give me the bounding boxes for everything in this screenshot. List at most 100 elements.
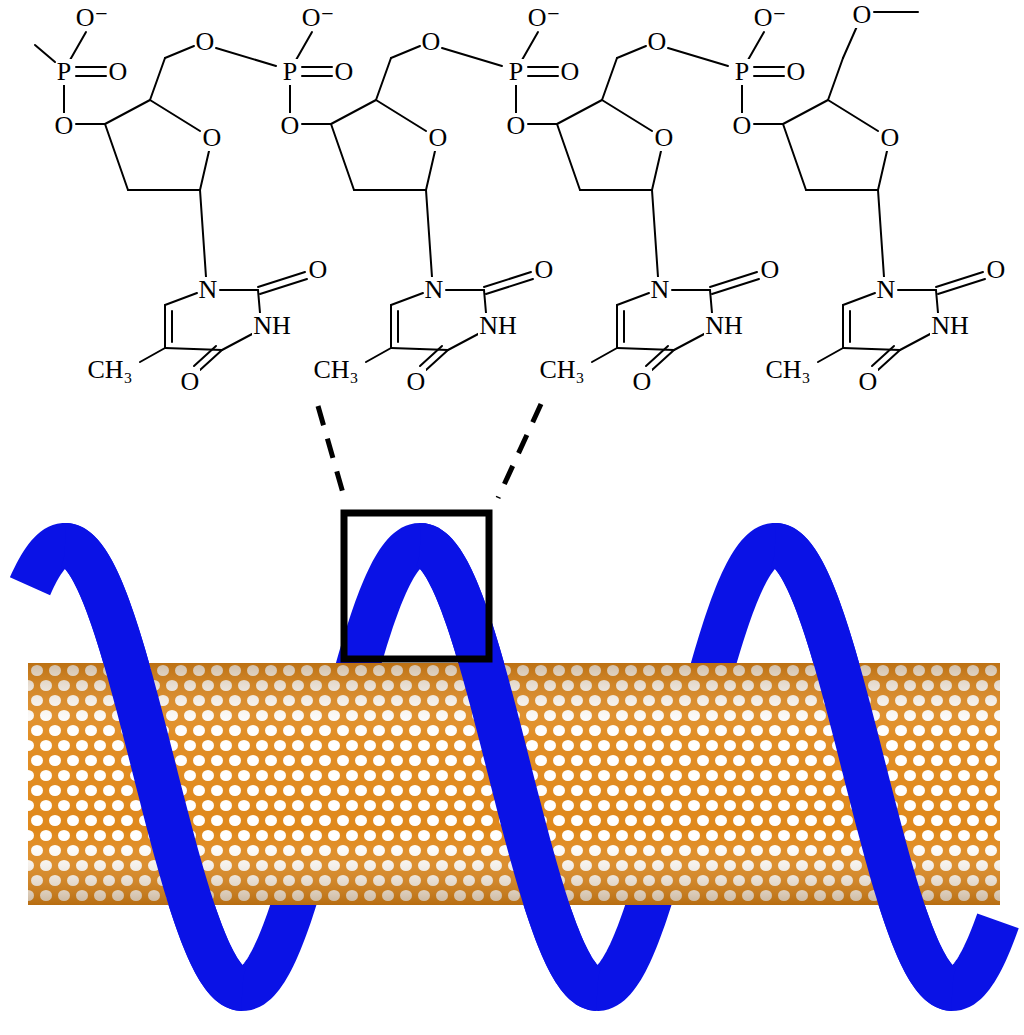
atom-label: O⁻	[75, 5, 110, 31]
bond-line	[302, 75, 332, 77]
atom-label: O	[560, 59, 581, 85]
bond-line	[164, 305, 166, 348]
atom-label: NH	[478, 313, 518, 339]
bond-line	[302, 66, 332, 68]
bond-line	[140, 348, 165, 362]
atom-label: O⁻	[301, 5, 336, 31]
chemical-bonds	[35, 12, 985, 370]
helix-strand	[65, 545, 243, 989]
bond-line	[843, 24, 858, 58]
bond-line	[105, 100, 150, 124]
bond-line	[557, 124, 580, 190]
bond-line	[165, 348, 222, 350]
atom-label: O	[108, 59, 129, 85]
atom-label: O	[202, 125, 223, 151]
atom-label: O	[760, 257, 781, 283]
atom-label: O	[632, 369, 653, 395]
bond-line	[818, 348, 843, 362]
bond-line	[35, 45, 55, 62]
bond-line	[391, 348, 448, 350]
atom-label: N	[424, 277, 445, 303]
atom-label: O	[406, 369, 427, 395]
helix-strand	[775, 545, 953, 989]
zoom-leader	[498, 404, 541, 498]
bond-line	[128, 189, 200, 191]
bond-line	[200, 350, 222, 370]
bond-line	[828, 58, 843, 100]
bond-line	[710, 290, 712, 313]
atom-label: O	[280, 113, 301, 139]
bond-line	[200, 151, 209, 190]
helix-strand	[420, 545, 598, 989]
bond-line	[150, 100, 200, 131]
bond-line	[674, 333, 706, 350]
bond-line	[289, 84, 291, 113]
atom-label: O	[647, 29, 668, 55]
bond-line	[754, 66, 784, 68]
bond-line	[105, 124, 128, 190]
bond-line	[668, 48, 728, 66]
atom-label: O	[986, 257, 1007, 283]
bond-line	[900, 333, 932, 350]
bond-line	[76, 75, 106, 77]
zoom-box	[344, 513, 489, 659]
dna-helix-back	[30, 545, 998, 989]
atom-label: O	[852, 2, 873, 28]
bond-line	[70, 32, 86, 60]
atom-label: O	[654, 125, 675, 151]
bond-line	[616, 305, 618, 348]
bond-line	[222, 333, 254, 350]
bond-line	[220, 289, 258, 291]
bond-line	[557, 100, 602, 124]
bond-line	[76, 123, 105, 125]
atom-label: N	[198, 277, 219, 303]
bond-line	[376, 58, 391, 100]
bond-line	[522, 32, 538, 60]
bond-line	[391, 293, 423, 305]
bond-line	[390, 305, 392, 348]
bond-line	[842, 305, 844, 348]
bond-line	[878, 151, 887, 190]
bond-line	[652, 151, 661, 190]
atom-label: O	[308, 257, 329, 283]
bond-line	[302, 123, 331, 125]
bond-line	[936, 272, 983, 287]
bond-line	[623, 311, 625, 342]
atom-label: O⁻	[527, 5, 562, 31]
atom-label: CH₃	[86, 357, 133, 383]
bond-line	[602, 58, 617, 100]
bond-line	[331, 124, 354, 190]
bond-line	[484, 290, 486, 313]
atom-label: N	[876, 277, 897, 303]
bond-line	[712, 279, 759, 294]
atom-label: CH₃	[764, 357, 811, 383]
bond-line	[592, 348, 617, 362]
atom-label: CH₃	[312, 357, 359, 383]
bond-line	[652, 190, 658, 277]
bond-line	[446, 289, 484, 291]
atom-label: O	[428, 125, 449, 151]
bond-line	[828, 100, 878, 131]
atom-label: N	[650, 277, 671, 303]
atom-label: O	[334, 59, 355, 85]
atom-label: O	[195, 29, 216, 55]
bond-line	[150, 58, 165, 100]
atom-label: O	[506, 113, 527, 139]
bond-line	[783, 124, 806, 190]
atom-label: O	[880, 125, 901, 151]
bond-line	[515, 84, 517, 113]
bond-line	[617, 46, 646, 58]
atom-label: O⁻	[753, 5, 788, 31]
atom-label: P	[734, 59, 750, 85]
bond-line	[426, 350, 448, 370]
bond-line	[878, 190, 884, 277]
atom-label: P	[56, 59, 72, 85]
bond-line	[448, 333, 480, 350]
atom-label: NH	[252, 313, 292, 339]
bond-line	[165, 46, 194, 58]
bond-line	[216, 48, 276, 66]
bond-line	[376, 100, 426, 131]
dna-helix-front	[65, 545, 953, 989]
